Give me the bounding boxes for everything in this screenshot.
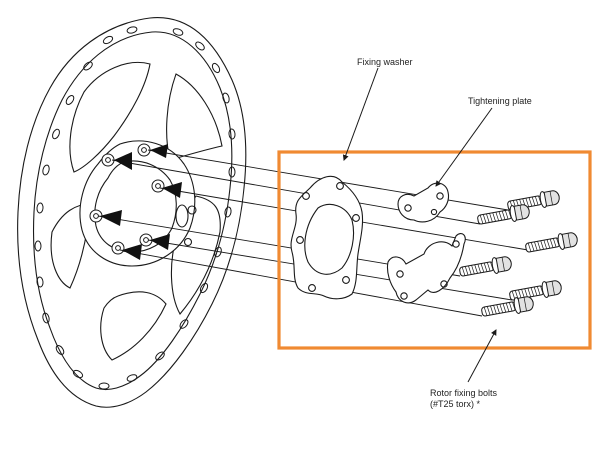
tightening-plate-lower xyxy=(386,233,466,304)
arrow-icon xyxy=(162,182,182,198)
arrow-icon xyxy=(114,152,132,170)
assembly-arrows xyxy=(100,144,182,260)
rotor-vent-holes xyxy=(34,26,236,390)
rotor-bolt xyxy=(509,280,562,301)
rotor-bolt xyxy=(507,190,560,211)
tightening-plate-label: Tightening plate xyxy=(468,96,532,106)
highlight-box xyxy=(277,150,592,350)
rotor-bolt xyxy=(525,232,578,253)
rotor-spider-cutouts xyxy=(50,62,223,361)
rotor-hub-tabs xyxy=(175,204,197,247)
rotor-bolt xyxy=(477,204,530,225)
disc-rotor xyxy=(17,17,247,408)
tightening-plate-upper xyxy=(397,182,450,223)
rotor-hub-bolt-holes xyxy=(89,143,165,255)
arrow-icon xyxy=(122,244,142,260)
rotor-bolts-label-line1: Rotor fixing bolts xyxy=(430,388,498,398)
leader-lines xyxy=(342,67,497,383)
rotor-fixing-bolts xyxy=(459,190,578,317)
arrow-icon xyxy=(150,144,168,158)
rotor-bolt xyxy=(459,256,512,277)
rotor-bolts-label-line2: (#T25 torx) * xyxy=(430,399,481,409)
fixing-washer-label: Fixing washer xyxy=(357,57,413,67)
rotor-bolt xyxy=(481,296,534,317)
rotor-hub xyxy=(79,140,196,267)
arrow-icon xyxy=(150,234,170,250)
arrow-icon xyxy=(100,210,122,226)
fixing-washer xyxy=(290,175,364,300)
